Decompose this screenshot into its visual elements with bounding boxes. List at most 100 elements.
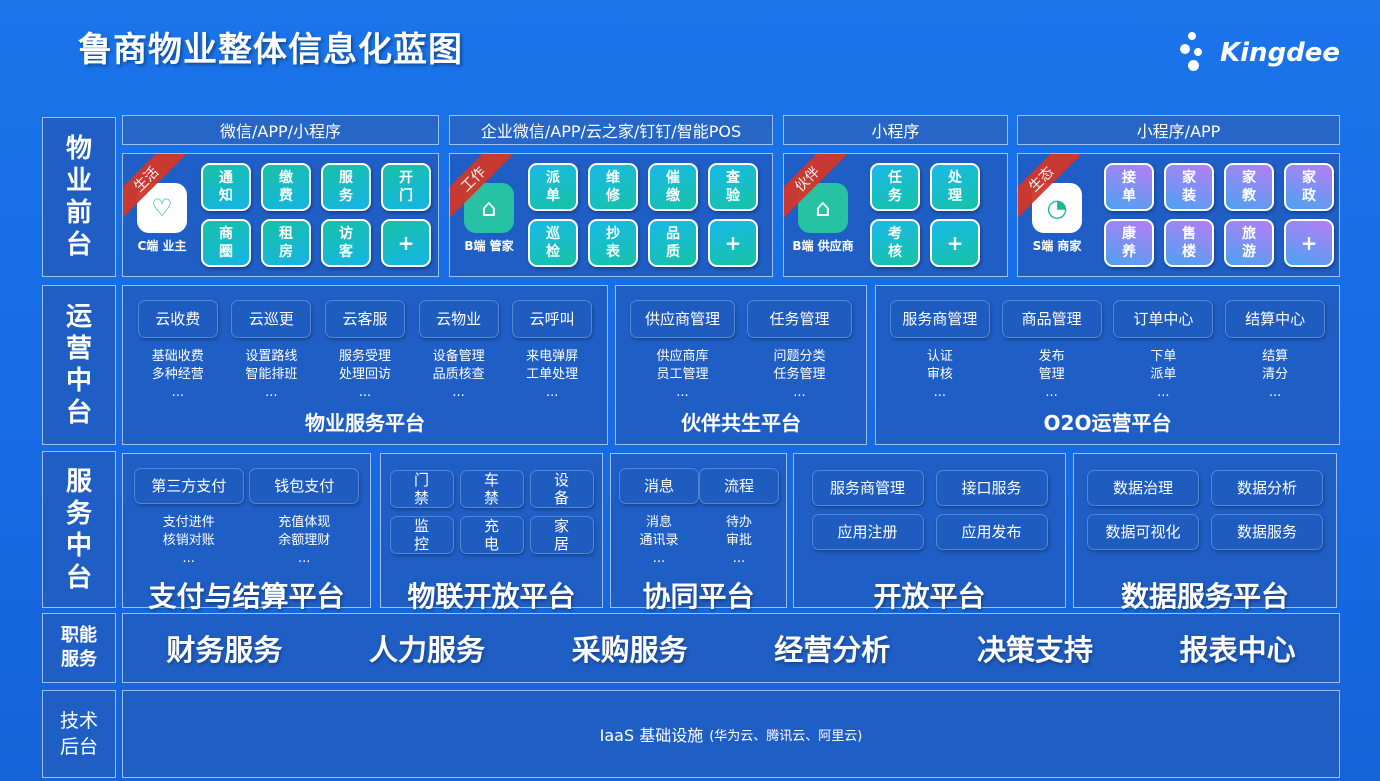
add-tile-button[interactable]: +	[381, 219, 431, 267]
page-title: 鲁商物业整体信息化蓝图	[78, 30, 463, 70]
module-button[interactable]: 数据治理	[1087, 470, 1199, 506]
module-button[interactable]: 应用发布	[935, 514, 1048, 550]
module-button[interactable]: 服务商管理	[889, 300, 990, 338]
module-description: 设备管理 品质核查 ...	[432, 349, 485, 400]
feature-tile[interactable]: 派 单	[528, 163, 578, 211]
platform-column: 商品管理发布 管理 ...	[1001, 300, 1102, 402]
channel-header: 企业微信/APP/云之家/钉钉/智能POS	[449, 115, 773, 145]
module-button[interactable]: 设 备	[529, 470, 594, 508]
feature-tile[interactable]: 开 门	[381, 163, 431, 211]
channel-header: 微信/APP/小程序	[122, 115, 439, 145]
module-button[interactable]: 应用注册	[811, 514, 924, 550]
platform-title: 物联开放平台	[407, 580, 576, 613]
module-button[interactable]: 商品管理	[1001, 300, 1102, 338]
module-description: 设置路线 智能排班 ...	[245, 349, 298, 400]
module-button[interactable]: 云呼叫	[512, 300, 593, 338]
feature-tile[interactable]: 售 楼	[1164, 219, 1214, 267]
feature-tile[interactable]: 租 房	[261, 219, 311, 267]
module-description: 下单 派单 ...	[1150, 349, 1177, 400]
module-button[interactable]: 云收费	[137, 300, 218, 338]
feature-tile[interactable]: 通 知	[201, 163, 251, 211]
feature-tile[interactable]: 任 务	[870, 163, 920, 211]
feature-tile[interactable]: 处 理	[930, 163, 980, 211]
app-identity: ◔S端 商家生态	[1018, 154, 1096, 276]
row-label-ops: 运营中台	[42, 285, 116, 445]
module-button[interactable]: 云物业	[418, 300, 499, 338]
feature-tile[interactable]: 家 教	[1224, 163, 1274, 211]
module-button[interactable]: 数据可视化	[1087, 514, 1199, 550]
app-name: C端 业主	[137, 239, 187, 253]
feature-tile[interactable]: 巡 检	[528, 219, 578, 267]
feature-tile[interactable]: 维 修	[588, 163, 638, 211]
feature-tile[interactable]: 服 务	[321, 163, 371, 211]
app-tiles: 接 单家 装家 教家 政康 养售 楼旅 游+	[1104, 163, 1334, 267]
service-platform-panel: 服务商管理接口服务应用注册应用发布开放平台	[793, 453, 1066, 613]
module-button[interactable]: 结算中心	[1225, 300, 1326, 338]
platform-column: 云客服服务受理 处理回访 ...	[324, 300, 405, 402]
platform-title: 开放平台	[873, 580, 986, 613]
platform-title: 协同平台	[642, 580, 755, 613]
module-button[interactable]: 数据分析	[1211, 470, 1323, 506]
feature-tile[interactable]: 抄 表	[588, 219, 638, 267]
module-button[interactable]: 订单中心	[1113, 300, 1214, 338]
feature-tile[interactable]: 家 政	[1284, 163, 1334, 211]
add-tile-button[interactable]: +	[1284, 219, 1334, 267]
kingdee-logo: Kingdee	[1180, 30, 1340, 76]
module-button[interactable]: 车 禁	[459, 470, 524, 508]
module-description: 结算 清分 ...	[1262, 349, 1289, 400]
function-item: 决策支持	[976, 633, 1093, 667]
feature-tile[interactable]: 缴 费	[261, 163, 311, 211]
feature-tile[interactable]: 催 缴	[648, 163, 698, 211]
row-label-tech: 技术后台	[42, 690, 116, 778]
merchant-icon: ◔	[1032, 183, 1082, 233]
module-button[interactable]: 服务商管理	[811, 470, 924, 506]
module-button[interactable]: 监 控	[389, 516, 454, 554]
platform-columns: 供应商管理供应商库 员工管理 ... 任务管理问题分类 任务管理 ...	[616, 286, 866, 402]
module-button[interactable]: 钱包支付	[249, 468, 360, 504]
app-identity: ⌂B端 管家工作	[450, 154, 528, 276]
platform-column: 云物业设备管理 品质核查 ...	[418, 300, 499, 402]
platform-title: 物业服务平台	[305, 411, 425, 435]
feature-tile[interactable]: 查 验	[708, 163, 758, 211]
module-button[interactable]: 数据服务	[1211, 514, 1323, 550]
platform-column: 任务管理问题分类 任务管理 ...	[747, 300, 852, 402]
feature-tile[interactable]: 康 养	[1104, 219, 1154, 267]
module-button[interactable]: 第三方支付	[133, 468, 244, 504]
module-button[interactable]: 充 电	[459, 516, 524, 554]
module-description: 消息 通讯录 ...	[639, 515, 679, 566]
feature-tile[interactable]: 商 圈	[201, 219, 251, 267]
feature-tile[interactable]: 接 单	[1104, 163, 1154, 211]
app-name: B端 管家	[464, 239, 514, 253]
app-identity: ♡C端 业主生活	[123, 154, 201, 276]
module-grid: 门 禁车 禁设 备监 控充 电家 居	[381, 454, 602, 554]
row-label-function: 职能服务	[42, 613, 116, 683]
add-tile-button[interactable]: +	[708, 219, 758, 267]
module-button[interactable]: 门 禁	[389, 470, 454, 508]
platform-column: 钱包支付充值体现 余额理财 ...	[249, 468, 360, 568]
app-name: B端 供应商	[792, 239, 854, 253]
module-description: 基础收费 多种经营 ...	[151, 349, 204, 400]
module-description: 供应商库 员工管理 ...	[656, 349, 709, 400]
app-tiles: 任 务处 理考 核+	[870, 163, 980, 267]
module-button[interactable]: 消息	[619, 468, 699, 504]
feature-tile[interactable]: 家 装	[1164, 163, 1214, 211]
feature-tile[interactable]: 旅 游	[1224, 219, 1274, 267]
feature-tile[interactable]: 访 客	[321, 219, 371, 267]
platform-columns: 服务商管理认证 审核 ... 商品管理发布 管理 ... 订单中心下单 派单 ...…	[876, 286, 1339, 402]
feature-tile[interactable]: 品 质	[648, 219, 698, 267]
module-button[interactable]: 供应商管理	[630, 300, 735, 338]
module-button[interactable]: 家 居	[529, 516, 594, 554]
platform-column: 云巡更设置路线 智能排班 ...	[231, 300, 312, 402]
module-description: 认证 审核 ...	[926, 349, 953, 400]
module-button[interactable]: 云巡更	[231, 300, 312, 338]
add-tile-button[interactable]: +	[930, 219, 980, 267]
module-button[interactable]: 接口服务	[935, 470, 1048, 506]
module-grid: 数据治理数据分析数据可视化数据服务	[1074, 454, 1336, 550]
app-name: S端 商家	[1032, 239, 1082, 253]
function-item: 人力服务	[368, 633, 485, 667]
feature-tile[interactable]: 考 核	[870, 219, 920, 267]
module-button[interactable]: 流程	[699, 468, 779, 504]
module-button[interactable]: 任务管理	[747, 300, 852, 338]
channel-header: 小程序	[783, 115, 1008, 145]
module-button[interactable]: 云客服	[324, 300, 405, 338]
